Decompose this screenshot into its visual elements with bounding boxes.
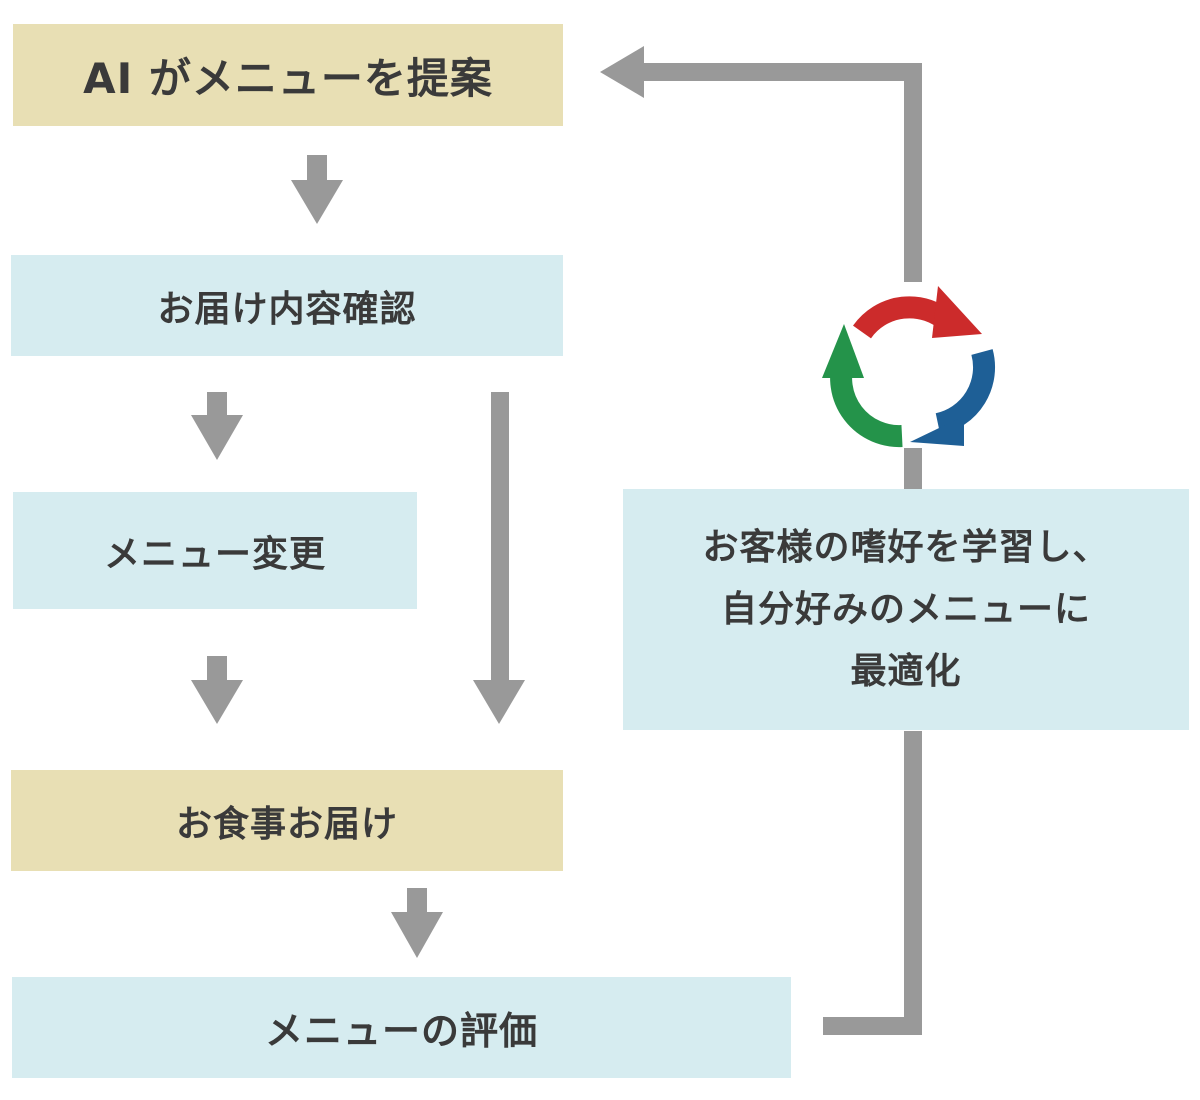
arrow-confirm-to-change [191, 392, 243, 460]
node-confirm-delivery: お届け内容確認 [11, 255, 563, 356]
node-label: お届け内容確認 [157, 288, 417, 330]
node-ai-propose-menu: AI がメニューを提案 [13, 24, 563, 126]
arrow-confirm-to-deliver-bypass [473, 392, 525, 724]
refresh-cycle-icon [822, 286, 995, 448]
node-menu-evaluation: メニューの評価 [12, 977, 791, 1078]
feedback-loop-arrow [600, 46, 922, 1035]
node-meal-delivery: お食事お届け [11, 770, 563, 871]
node-label: メニューの評価 [264, 1009, 538, 1053]
node-label-line-1: お客様の嗜好を学習し、 [702, 526, 1110, 568]
node-label: AI がメニューを提案 [83, 53, 493, 103]
node-label-line-2: 自分好みのメニューに [720, 588, 1091, 630]
node-label-line-3: 最適化 [850, 650, 962, 692]
arrow-propose-to-confirm [291, 155, 343, 224]
node-label: お食事お届け [175, 803, 398, 845]
node-menu-change: メニュー変更 [13, 492, 417, 609]
arrow-deliver-to-evaluate [391, 888, 443, 958]
node-learn-preferences: お客様の嗜好を学習し、 自分好みのメニューに 最適化 [623, 489, 1189, 730]
arrow-change-to-deliver [191, 656, 243, 724]
node-label: メニュー変更 [103, 533, 326, 575]
